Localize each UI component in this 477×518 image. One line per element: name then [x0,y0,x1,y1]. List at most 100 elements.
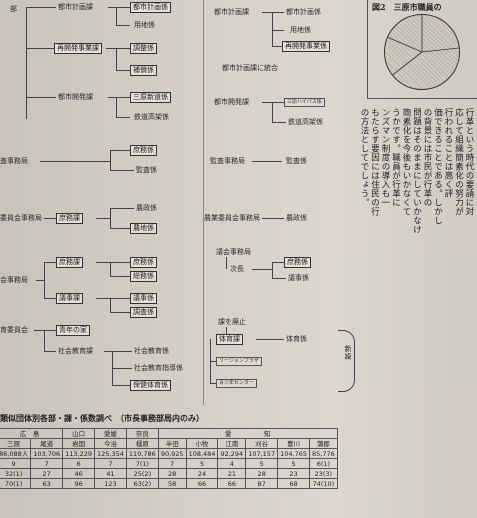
new-toshi-kaihatsu: 都市開発課 [214,98,249,106]
tree-line [110,150,130,151]
count-cell: 28 [157,468,187,479]
tree-line [116,97,117,117]
count-cell: 46 [62,468,96,479]
note-new: 新設 [344,345,352,360]
new-box: 庶務係 [284,257,311,268]
tree-line [110,208,134,209]
tree-line [96,262,110,263]
count-cell: 63(2) [125,478,159,489]
city-header: 蒲郡 [308,438,338,449]
org-label: 社会教育指導係 [134,364,183,372]
count-cell: 41 [94,468,127,479]
org-box: 農地係 [130,223,157,234]
org-box: 庶務課 [56,257,83,268]
org-label: 用地係 [134,21,155,29]
tree-line [272,102,273,122]
tree-line [116,7,117,25]
org-box: 庶務係 [130,257,157,268]
tree-line [262,102,272,103]
tree-line [252,161,282,162]
tree-line [226,257,227,269]
count-cell: 23(3) [308,468,338,479]
population-cell: 125,354 [94,448,127,459]
tree-line [116,117,130,118]
tree-line [116,25,130,26]
count-cell: 6 [62,458,96,469]
count-cell: 58 [157,478,187,489]
text-column: うかです。職員が行革に [390,108,401,207]
new-kansa-jimukyoku: 監査事務局 [210,157,245,165]
tree-line [44,330,45,351]
count-cell: 7 [157,458,187,469]
count-cell: 87 [245,478,279,489]
new-label: 監査係 [286,157,307,165]
population-cell: 110,786 [125,448,159,459]
text-column: の背景には市民が行革の [422,108,432,207]
new-label: 議事係 [288,274,309,282]
org-box: 調整係 [130,43,157,54]
count-cell: 6(1) [308,458,338,469]
population-cell: 104,765 [277,448,310,459]
city-header: 豊川 [277,438,310,449]
org-kyoiku: 育委員会 [0,326,28,334]
org-box: 再開発事業課 [54,43,102,54]
tree-line [110,298,130,299]
count-cell: 5 [245,458,279,469]
city-header: 江南 [217,438,247,449]
tree-line [40,161,110,162]
tree-line [108,97,116,98]
tree-line [44,298,56,299]
tree-line [272,30,284,31]
tree-line [272,278,286,279]
tree-line [26,97,56,98]
city-header: 三原 [0,438,32,449]
count-cell: 7 [30,458,64,469]
city-header: 半田 [157,438,187,449]
count-cell: 27 [30,468,64,479]
bracket [338,330,355,392]
org-box: 青年の家 [56,325,90,336]
tree-line [26,7,27,119]
population-cell: 90,925 [157,448,187,459]
count-cell: 21 [217,468,247,479]
new-label: 都市計画係 [286,8,321,16]
prefecture-header: 奈良 [125,428,159,439]
org-box: 庶務係 [130,145,157,156]
org-label: 社会教育課 [58,347,93,355]
city-header: 橿原 [125,438,159,449]
new-box: 再開発事業係 [282,41,330,52]
org-toshi-kaihatsu: 都市開発課 [58,93,93,101]
org-label: 社会教育係 [134,347,169,355]
figure-border [367,98,477,99]
prefecture-header: 愛媛 [94,428,127,439]
tree-line [272,12,273,46]
tree-line [110,312,130,313]
org-kansa-jimukyoku: 査事務局 [0,157,28,165]
tree-line [96,218,110,219]
pie-chart [384,14,460,90]
count-cell: 9 [0,458,32,469]
count-cell: 25(2) [125,468,159,479]
text-column: 問題はそのままにしていかなけ [411,108,422,234]
org-box: 調査係 [130,307,157,318]
text-column: 簡素化を今後もいかなくて [401,108,411,216]
tree-line [34,330,44,331]
tree-line [26,7,56,8]
note-merged: 都市計画課に統合 [222,64,278,72]
count-cell: 7(1) [125,458,159,469]
new-nogyo: 農業委員会事務局 [204,214,260,222]
prefecture-header: 山口 [62,428,96,439]
tree-line [226,327,227,335]
count-cell: 28 [245,468,279,479]
org-label: 監査係 [136,166,157,174]
text-column: の方法としてでしょう。 [359,108,369,207]
tree-line [116,48,117,70]
count-cell: 7 [94,458,127,469]
tree-line [106,48,116,49]
new-toshi-kikaku: 都市計画課 [214,8,249,16]
tree-line [272,46,282,47]
count-cell: 4 [217,458,247,469]
